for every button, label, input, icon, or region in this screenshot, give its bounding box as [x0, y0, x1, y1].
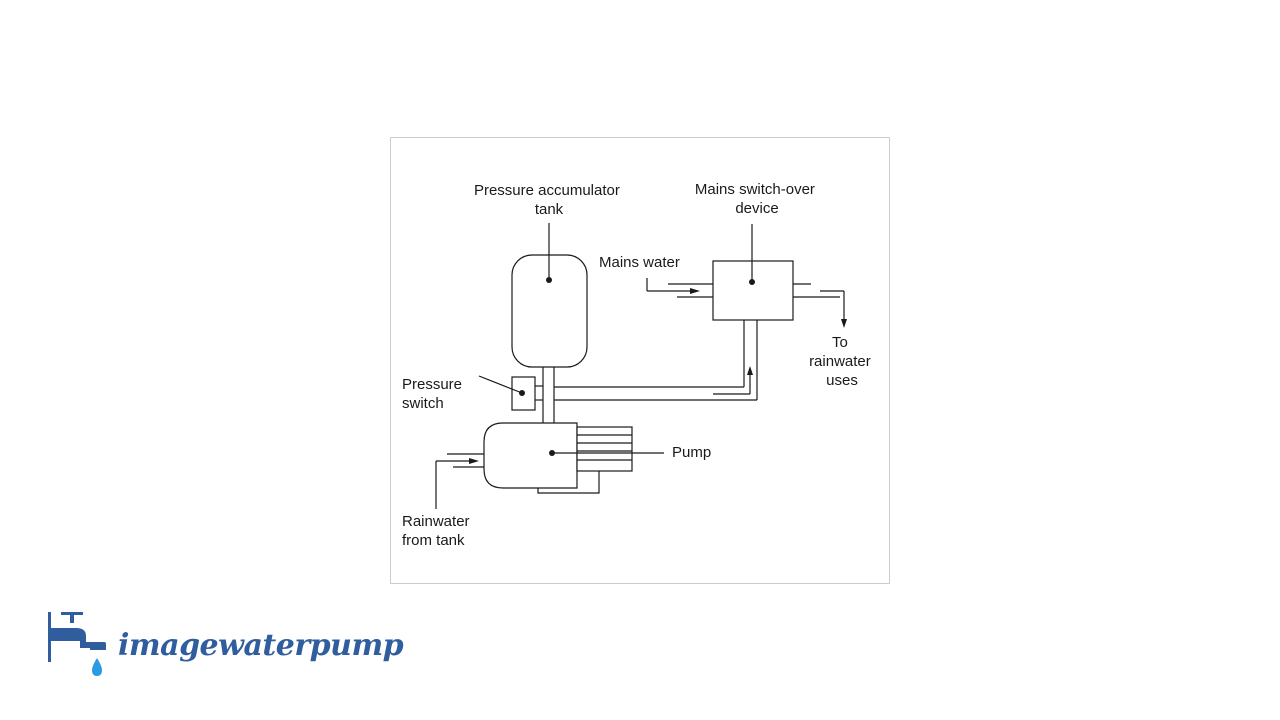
label-device-line2: device	[735, 200, 778, 217]
label-pressure-line1: Pressure	[402, 376, 462, 393]
label-pressure-accumulator-line1: Pressure accumulator	[474, 182, 620, 199]
label-mains-switch-over-line1: Mains switch-over	[695, 181, 815, 198]
rainwater-arrow	[469, 458, 479, 464]
rainwater-pump-diagram: Pressure accumulator tank Mains switch-o…	[390, 137, 890, 584]
logo-bar	[48, 612, 51, 662]
label-mains-water: Mains water	[599, 254, 680, 271]
label-to-line1: To	[832, 334, 848, 351]
outlet-flow-arrow	[841, 319, 847, 328]
water-tap-icon	[48, 612, 106, 676]
logo-tap-body	[51, 628, 106, 650]
mains-water-arrow	[690, 288, 700, 294]
pump-motor	[576, 426, 633, 472]
label-switch-line2: switch	[402, 395, 444, 412]
label-tank-line2: tank	[535, 201, 564, 218]
logo-tap-stem	[70, 614, 74, 623]
label-uses-line3: uses	[826, 372, 858, 389]
logo-tap-handle	[61, 612, 83, 615]
mains-switch-over-device	[712, 260, 794, 321]
label-from-tank-line2: from tank	[402, 532, 465, 549]
diagram-svg: Pressure accumulator tank Mains switch-o…	[402, 181, 875, 549]
label-rainwater-line2: rainwater	[809, 353, 871, 370]
label-mains-switch-over-device: Mains switch-over device	[695, 181, 819, 217]
label-pressure-accumulator-tank: Pressure accumulator tank	[474, 182, 624, 218]
pump-body	[483, 422, 578, 489]
logo-wordmark: imagewaterpump	[118, 628, 404, 663]
logo-water-drop	[92, 658, 102, 676]
label-to-rainwater-uses: To rainwater uses	[809, 334, 875, 389]
pump-base	[537, 471, 600, 494]
delivery-flow-arrow	[747, 366, 753, 375]
label-rainwater-from-tank: Rainwater from tank	[402, 513, 474, 549]
label-pressure-switch: Pressure switch	[402, 376, 466, 412]
pressure-switch-leader	[478, 375, 523, 394]
label-rainwater-line1: Rainwater	[402, 513, 470, 530]
label-pump: Pump	[672, 444, 711, 461]
